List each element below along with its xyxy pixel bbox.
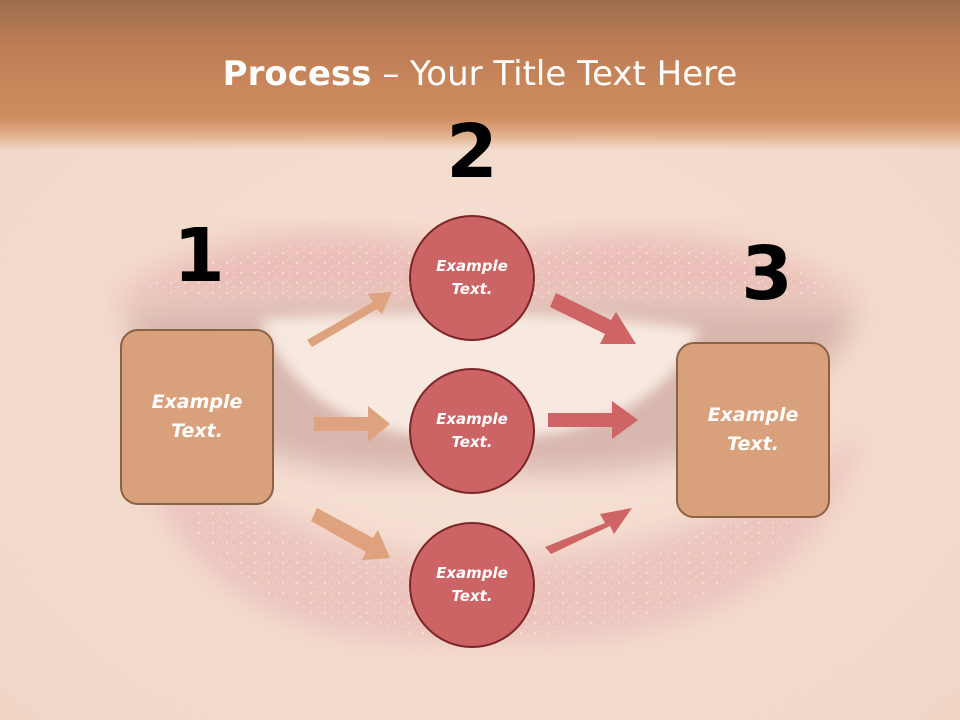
title-strong: Process [222,54,372,94]
left-box-text: Example Text. [151,391,243,442]
right-box[interactable]: Example Text. [676,342,830,518]
circle-middle-text: Example Text. [436,410,508,451]
header-band [0,0,960,150]
circle-bottom-text: Example Text. [436,564,508,605]
slide-title: Process – Your Title Text Here [0,52,960,96]
title-dash: – [371,54,411,94]
title-light: Your Title Text Here [410,54,738,94]
step-number-3: 3 [741,231,793,317]
left-box[interactable]: Example Text. [120,329,274,505]
step-number-1: 1 [173,213,225,299]
circle-top-text: Example Text. [436,257,508,298]
step-number-2: 2 [446,109,498,195]
circle-bottom[interactable]: Example Text. [409,522,535,648]
circle-middle[interactable]: Example Text. [409,368,535,494]
right-box-text: Example Text. [707,404,799,455]
circle-top[interactable]: Example Text. [409,215,535,341]
